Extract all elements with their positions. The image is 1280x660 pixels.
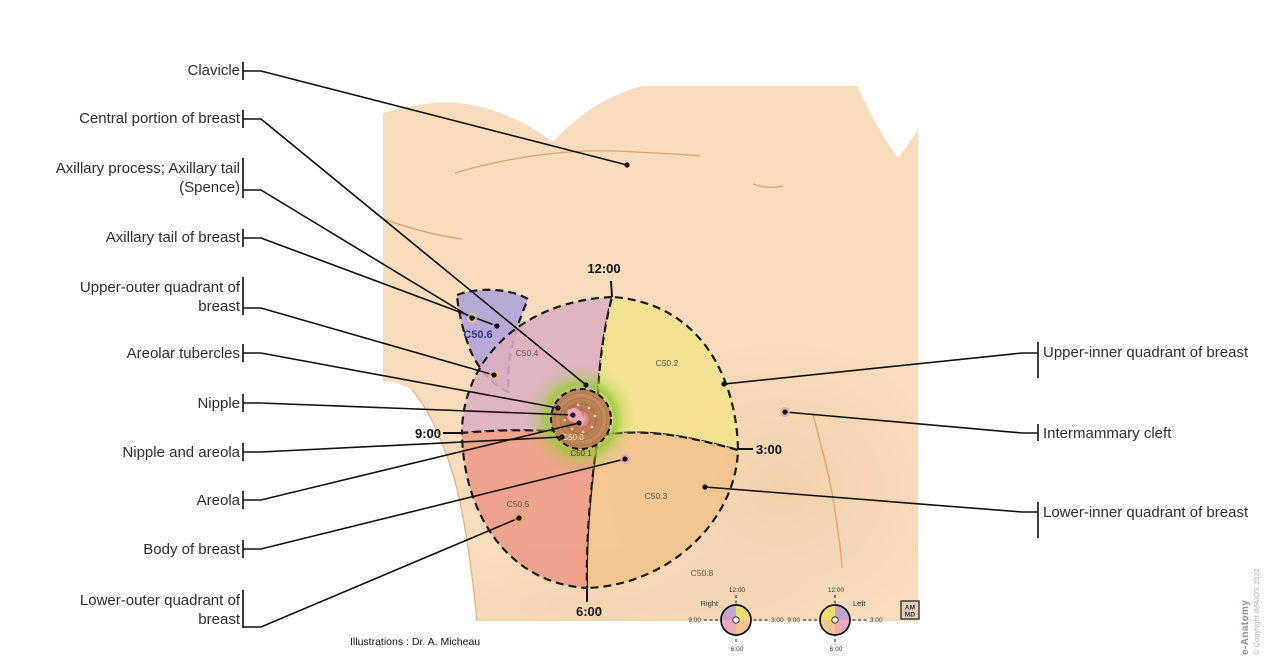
clavicle-contour	[454, 150, 701, 174]
legend-right-6: 6:00	[731, 646, 744, 653]
right-breast-contour	[812, 414, 843, 569]
legend-right-breast: Right 12:00 9:00 3:00 6:00	[688, 587, 784, 653]
leader-areolar-tubercles	[243, 352, 559, 409]
label-nipple: Nipple	[197, 395, 240, 412]
legend-right-3: 3:00	[771, 617, 784, 624]
leader-lower-outer	[243, 517, 520, 628]
leader-nipple-areola	[243, 436, 563, 453]
region-c50-3-lower-inner	[585, 431, 740, 590]
label-upper-inner-quadrant: Upper-inner quadrant of breast	[1043, 344, 1249, 361]
leader-axillary-process	[243, 189, 473, 319]
region-label-c501: C50.1	[570, 449, 592, 458]
leader-nipple	[243, 402, 574, 416]
leader-body	[243, 458, 626, 550]
label-nipple-and-areola: Nipple and areola	[122, 444, 240, 461]
leader-axillary-tail	[243, 237, 498, 327]
region-label-c500: C50.0	[562, 433, 584, 442]
leader-lines	[242, 62, 1039, 628]
clock-6-label: 6:00	[576, 604, 602, 619]
leader-clavicle	[243, 70, 628, 166]
label-upper-outer-quadrant: Upper-outer quadrant of breast	[79, 279, 240, 315]
region-label-c508: C50.8	[691, 568, 714, 578]
leader-upper-inner	[723, 352, 1038, 385]
illustration-credit: Illustrations : Dr. A. Micheau	[350, 636, 481, 648]
leader-dots	[467, 162, 790, 523]
clock-9-label: 9:00	[415, 426, 441, 441]
ammd-stamp: AM MD	[900, 600, 920, 620]
shoulder-contour	[382, 218, 463, 240]
leader-central-portion	[243, 118, 587, 386]
clock-12-label: 12:00	[587, 261, 620, 276]
leader-lower-inner	[704, 486, 1038, 513]
stamp-line2: MD	[905, 612, 916, 619]
region-label-c506: C50.6	[463, 329, 492, 341]
areola	[551, 389, 611, 449]
label-axillary-tail: Axillary tail of breast	[105, 229, 240, 246]
branding-copyright: © Copyright IMAIOS 2022	[1252, 568, 1261, 655]
legend-left-breast: Left 12:00 9:00 3:00 6:00	[787, 587, 883, 653]
label-areolar-tubercles: Areolar tubercles	[126, 345, 240, 362]
stamp-line1: AM	[905, 605, 916, 612]
branding-product: e-Anatomy	[1240, 599, 1251, 655]
clock-markers: 12:00 9:00 3:00 6:00	[415, 261, 782, 619]
clock-3-label: 3:00	[756, 442, 782, 457]
torso-side-contour	[411, 389, 478, 622]
areola-border	[550, 388, 612, 450]
leader-areola	[243, 422, 580, 501]
region-label-c503: C50.3	[645, 491, 668, 501]
skin-contours	[382, 150, 843, 622]
label-lower-inner-quadrant: Lower-inner quadrant of breast	[1043, 504, 1249, 521]
region-label-c505: C50.5	[507, 499, 530, 509]
label-areola: Areola	[196, 492, 240, 509]
label-body-of-breast: Body of breast	[143, 541, 240, 558]
region-label-c504: C50.4	[516, 348, 539, 358]
legend-left-title: Left	[853, 599, 866, 608]
leader-upper-outer	[243, 307, 495, 376]
legend-right-title: Right	[700, 599, 718, 608]
areolar-tubercle-dots	[563, 403, 597, 434]
legend-right-9: 9:00	[688, 617, 701, 624]
legend-right-12: 12:00	[729, 587, 746, 594]
legend-left-6: 6:00	[830, 646, 843, 653]
legend-left-3: 3:00	[870, 617, 883, 624]
chest-fold-contour	[752, 183, 784, 188]
legend-left-12: 12:00	[828, 587, 845, 594]
label-intermammary-cleft: Intermammary cleft	[1043, 425, 1172, 442]
branding-vertical: e-Anatomy © Copyright IMAIOS 2022	[1240, 568, 1262, 655]
areola-group	[526, 364, 636, 474]
label-central-portion: Central portion of breast	[79, 110, 240, 127]
region-code-labels: C50.6 C50.4 C50.2 C50.5 C50.3 C50.8 C50.…	[463, 329, 713, 578]
leader-intermammary	[784, 411, 1038, 434]
label-lower-outer-quadrant: Lower-outer quadrant of breast	[79, 592, 240, 628]
region-label-c502: C50.2	[656, 358, 679, 368]
label-axillary-process: Axillary process; Axillary tail (Spence)	[55, 160, 240, 196]
label-clavicle: Clavicle	[187, 62, 240, 79]
legend-left-9: 9:00	[787, 617, 800, 624]
